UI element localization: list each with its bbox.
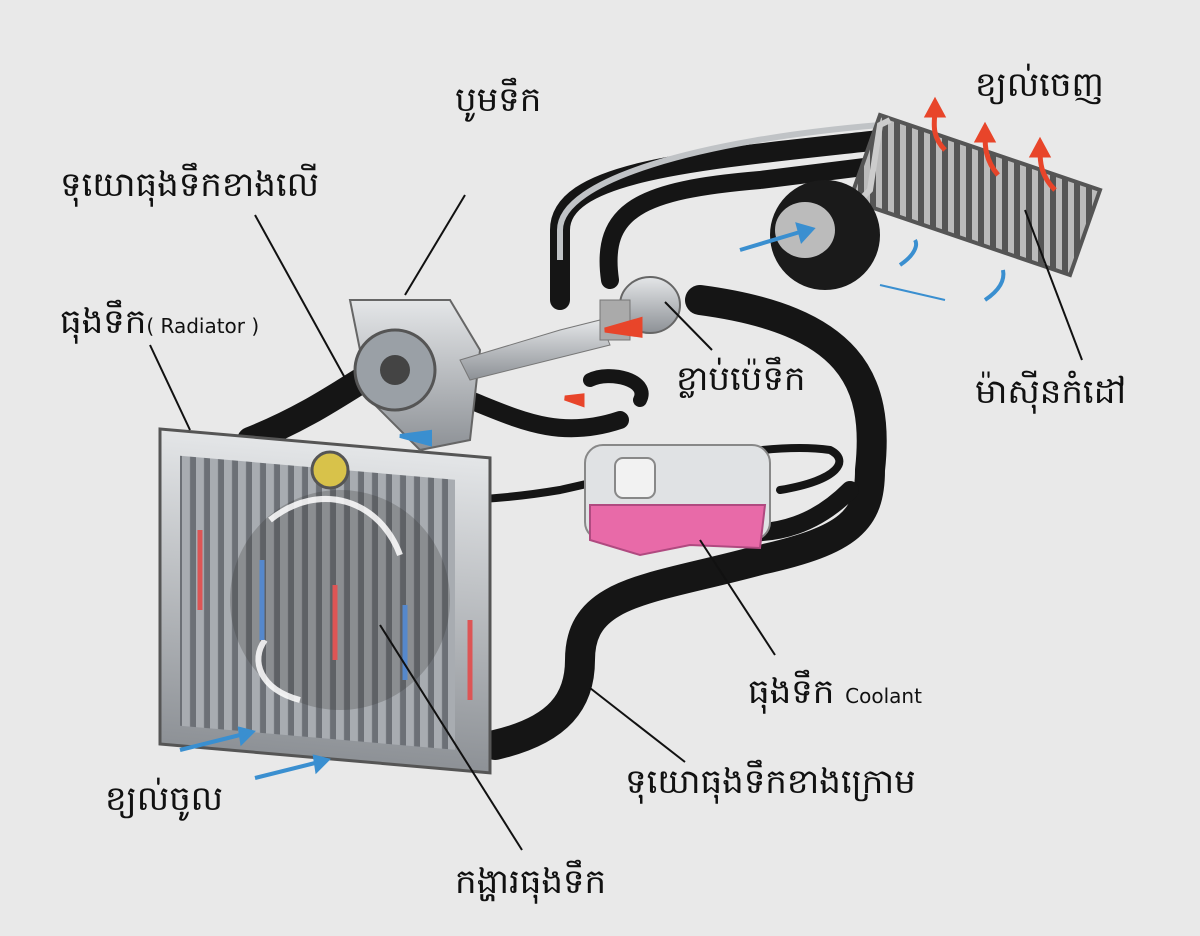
label-upper-hose: ទុយោធុងទឹកខាងលើ (60, 165, 319, 205)
label-thermostat: ខ្លាប់ប៉េទឹក (676, 359, 806, 399)
coolant-reservoir (584, 444, 771, 557)
label-water-pump: បូមទឹក (455, 80, 542, 120)
water-pump (348, 299, 611, 452)
leader-heater-core (1024, 209, 1083, 361)
leader-lines (149, 194, 1083, 851)
label-heater-core: ម៉ាស៊ីនកំដៅ (975, 372, 1127, 412)
label-radiator: ធុងទឹក( Radiator ) (60, 305, 259, 339)
label-coolant-km: ធុងទឹក (748, 672, 835, 712)
upper-radiator-hose (237, 362, 383, 453)
lower-radiator-hose (480, 285, 887, 760)
leader-water-pump (404, 194, 466, 296)
label-radiator-fan: កង្ហារធុងទឹក (455, 862, 607, 902)
cold-air-arrows (179, 222, 1006, 780)
label-lower-hose: ទុយោធុងទឹកខាងក្រោម (625, 762, 916, 802)
leader-lower-hose (589, 687, 686, 763)
label-radiator-en: ( Radiator ) (146, 314, 260, 338)
label-coolant-en: Coolant (845, 684, 922, 708)
bypass-hose (461, 391, 629, 438)
radiator-cap (310, 450, 350, 490)
label-air-in: ខ្យល់ចូល (105, 779, 224, 819)
leader-upper-hose (254, 214, 346, 379)
leader-coolant-tank (699, 539, 776, 656)
heater-core (847, 112, 1103, 278)
leader-radiator-fan (379, 624, 523, 851)
label-air-out: ខ្យល់ចេញ (975, 65, 1104, 105)
label-radiator-km: ធុងទឹក (60, 302, 147, 342)
hot-air-arrows (564, 96, 1057, 408)
leader-thermostat (664, 301, 713, 351)
heater-hose-2 (599, 156, 889, 289)
leader-radiator (149, 344, 191, 431)
label-coolant-tank: ធុងទឹក Coolant (748, 675, 922, 709)
radiator (158, 427, 492, 775)
